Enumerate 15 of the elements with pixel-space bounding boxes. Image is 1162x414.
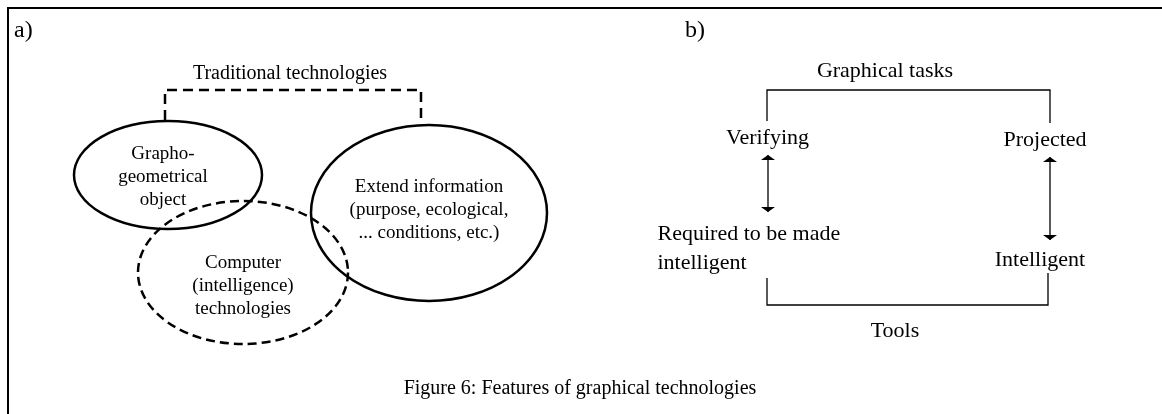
edge-label: Traditional technologies — [192, 60, 388, 84]
ellipse-label: Grapho-geometrical object — [117, 140, 209, 210]
panel-label: a) — [14, 16, 33, 43]
node-label: Required to be made intelligent — [657, 218, 842, 276]
ellipse-label: Computer (intelligence) technologies — [191, 250, 295, 319]
edge-label: Graphical tasks — [816, 57, 954, 83]
node-label: Projected — [1003, 124, 1087, 153]
bracket-connector — [766, 272, 1049, 306]
ellipse-label: Extend information (purpose, ecological, ... conditions, etc.) — [348, 173, 510, 243]
bracket-connector — [766, 89, 1051, 124]
edge-label: Tools — [870, 317, 920, 343]
figure-caption: Figure 6: Features of graphical technologies — [403, 375, 757, 399]
node-label: Intelligent — [994, 244, 1086, 273]
panel-label: b) — [685, 16, 705, 43]
node-label: Verifying — [725, 122, 810, 151]
